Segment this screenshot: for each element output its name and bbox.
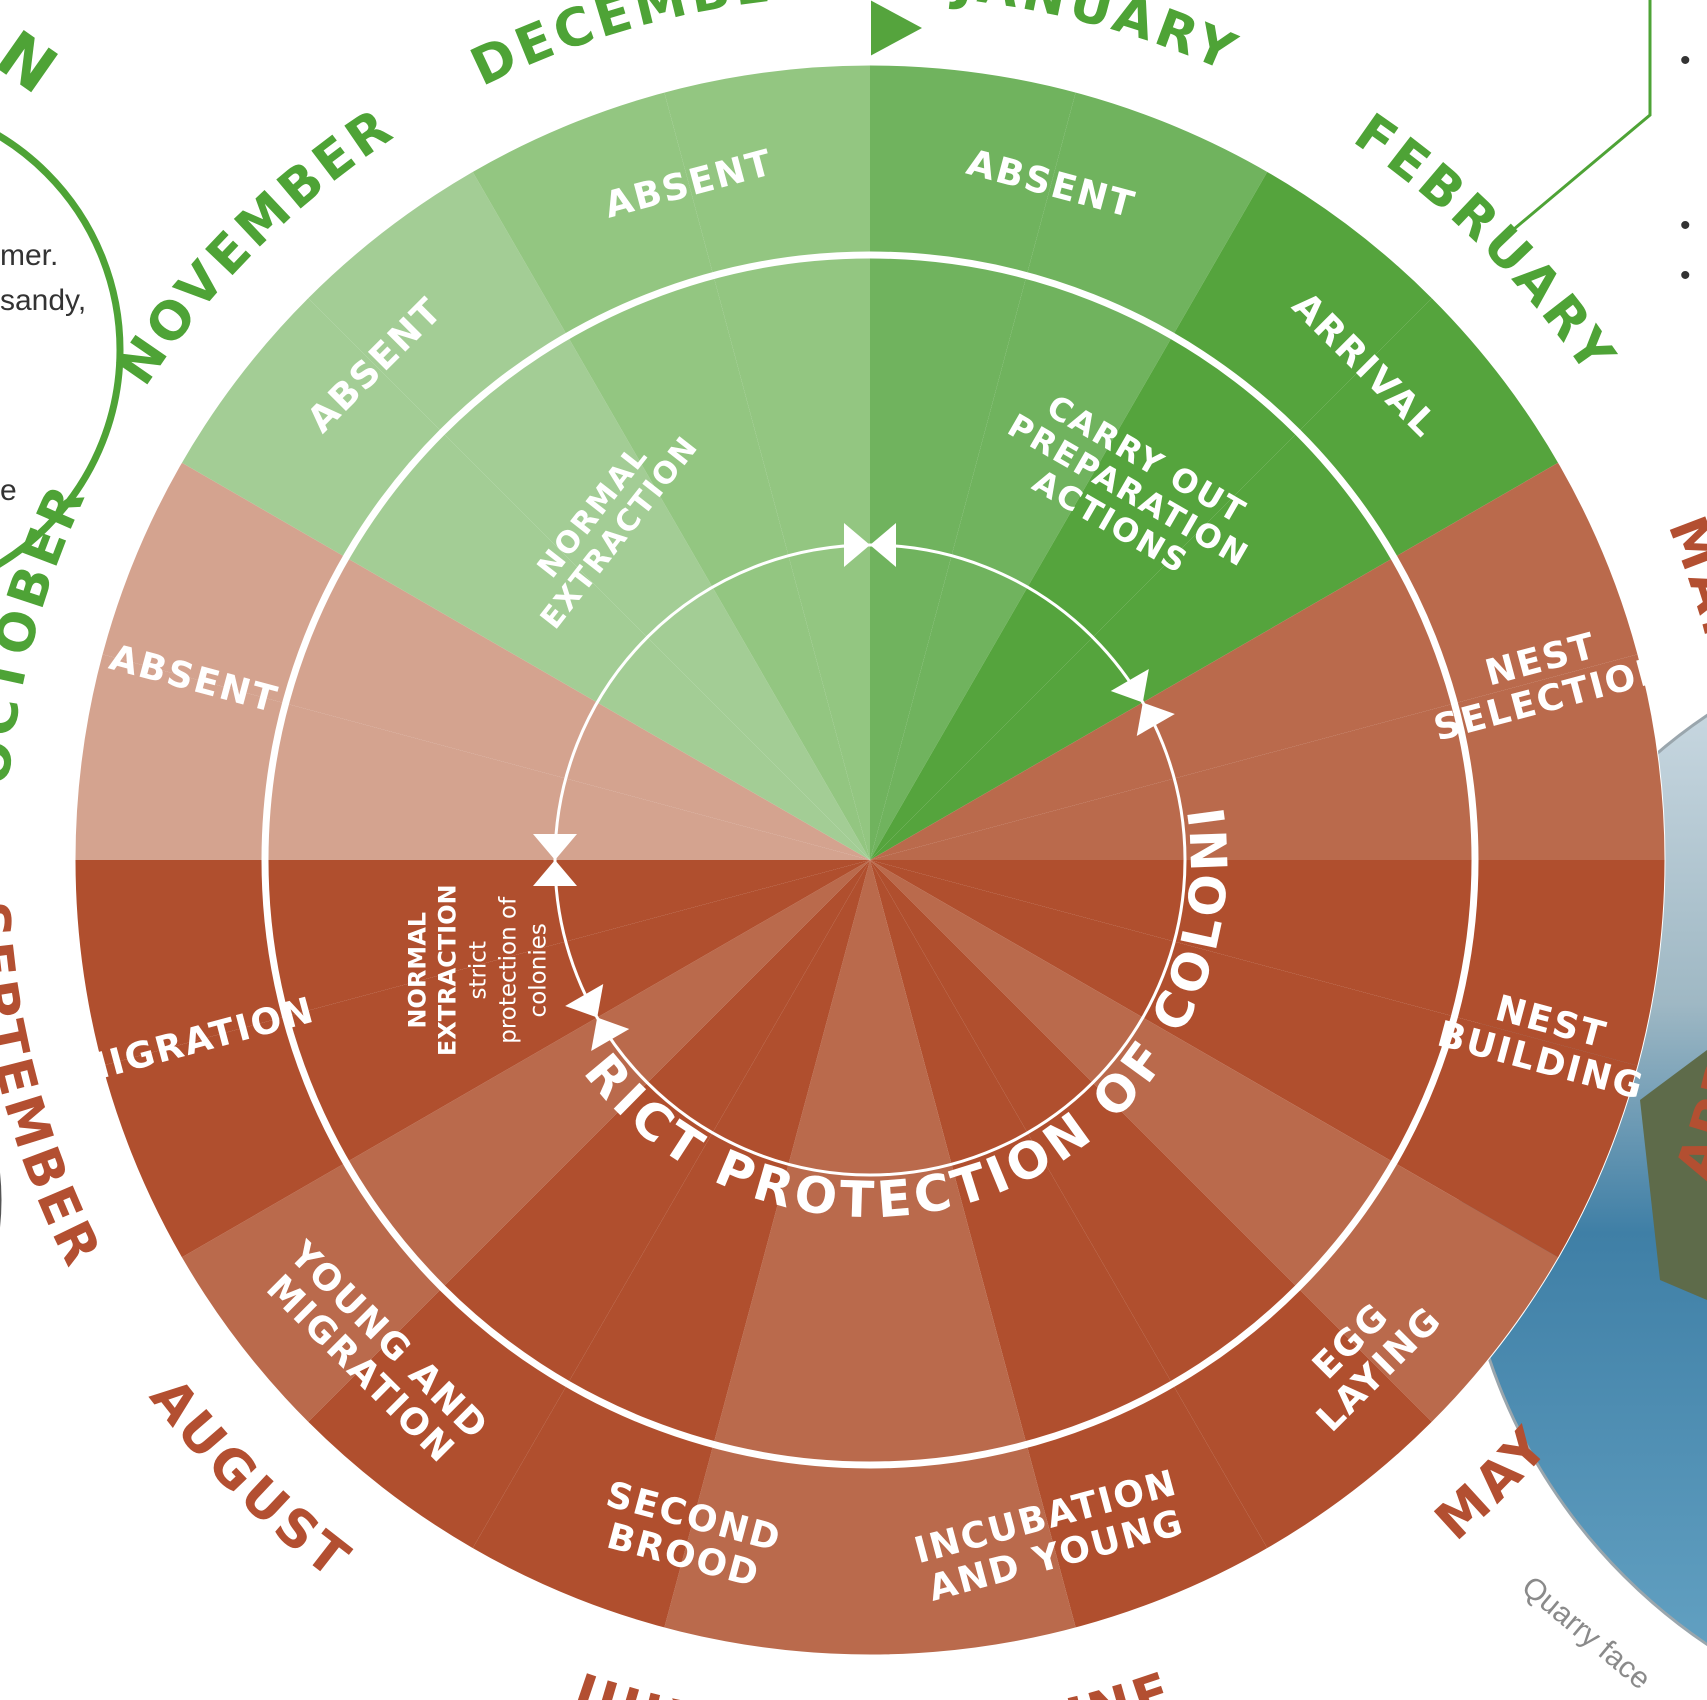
month-sector-october-b (102, 462, 871, 860)
month-sector-august-b (181, 860, 870, 1423)
month-sector-june-a (870, 860, 1268, 1628)
phase-marker-october (533, 834, 577, 886)
phase-markers (533, 0, 1175, 1052)
month-sector-september-b (75, 860, 870, 1066)
callout-line (1494, 0, 1652, 247)
month-label-july: JULY (563, 1662, 715, 1700)
month-sector-april-a (870, 860, 1665, 1066)
bullet-2: • (1680, 209, 1691, 242)
month-sector-july-a (664, 860, 870, 1655)
month-label-june: JUNE (1015, 1661, 1182, 1700)
month-sector-march-b (870, 654, 1665, 860)
month-sectors (74, 64, 1666, 1656)
month-sector-january-b (870, 92, 1268, 861)
month-sector-october-a (75, 654, 870, 860)
month-label-march: MARCH (1656, 509, 1707, 753)
start-arrow-icon (869, 0, 922, 65)
month-sector-november-b (307, 171, 871, 860)
month-sector-november-a (181, 297, 870, 861)
phase-marker-march (1110, 668, 1175, 737)
bullet-1: • (1680, 44, 1691, 77)
month-sector-june-b (870, 860, 1076, 1655)
month-sector-february-a (870, 171, 1433, 860)
phase-marker-january (844, 523, 896, 567)
middle-ring (261, 251, 1479, 1469)
month-sector-february-b (870, 297, 1559, 861)
month-sector-march-a (870, 462, 1638, 860)
month-sector-august-a (307, 860, 871, 1549)
left-text-snippet-1: mer. (0, 239, 58, 272)
left-text-snippet-3: e (0, 474, 17, 507)
month-sector-january-a (870, 65, 1076, 860)
month-sector-september-a (102, 860, 871, 1258)
month-sector-july-b (472, 860, 870, 1628)
phase-marker-september-late (565, 983, 630, 1052)
title-fragment: N (0, 17, 69, 108)
month-sector-may-a (870, 860, 1559, 1423)
left-text-snippet-2: sandy, (0, 284, 86, 317)
bullet-3: • (1680, 259, 1691, 292)
month-sector-april-b (870, 860, 1638, 1258)
month-sector-december-a (472, 92, 870, 861)
left-info-circle (0, 132, 124, 568)
month-sector-may-b (870, 860, 1433, 1549)
month-label-january: JANUARY (948, 0, 1247, 85)
month-sector-december-b (664, 65, 870, 860)
